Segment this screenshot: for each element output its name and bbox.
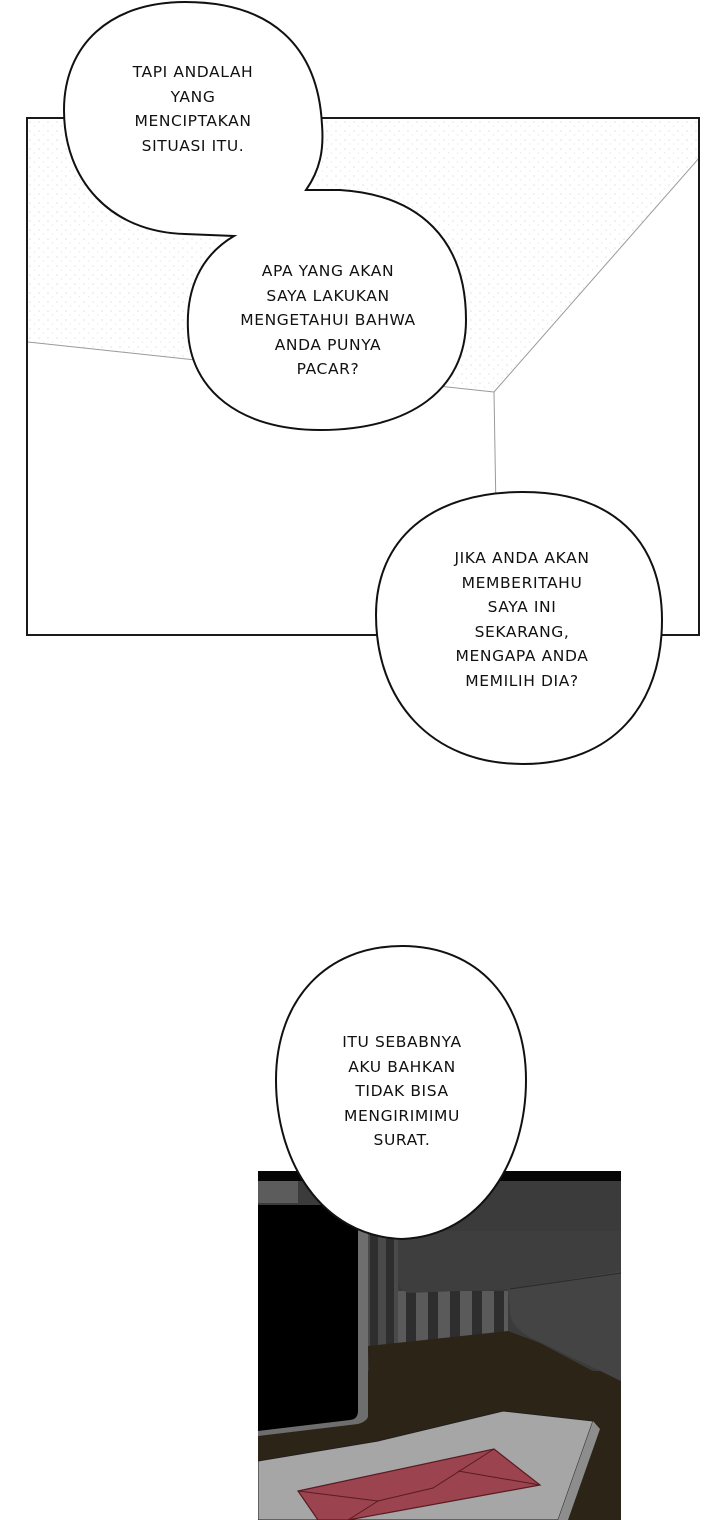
bubble-1-line: Tapi andalah: [132, 63, 254, 81]
bubble-4-line: surat.: [373, 1131, 431, 1149]
dark-room-illustration: [258, 1171, 621, 1520]
red-envelope: [296, 1448, 542, 1520]
panel-dark-room: [258, 1171, 621, 1520]
bubble-4-line: tidak bisa: [355, 1082, 449, 1100]
bubble-3-line: memilih dia?: [465, 671, 579, 690]
bubble-4-text: Itu sebabnya aku bahkan tidak bisa mengi…: [300, 1030, 504, 1153]
bubble-3-line: mengapa anda: [455, 647, 589, 665]
bubble-4-line: aku bahkan: [348, 1057, 456, 1076]
bubble-4-line: Itu sebabnya: [342, 1033, 462, 1051]
panel-room-corner: [26, 117, 700, 636]
bubble-1-line: yang: [170, 87, 216, 106]
room-perspective-lines: [28, 119, 698, 512]
bubble-4-line: mengirimimu: [344, 1106, 460, 1125]
